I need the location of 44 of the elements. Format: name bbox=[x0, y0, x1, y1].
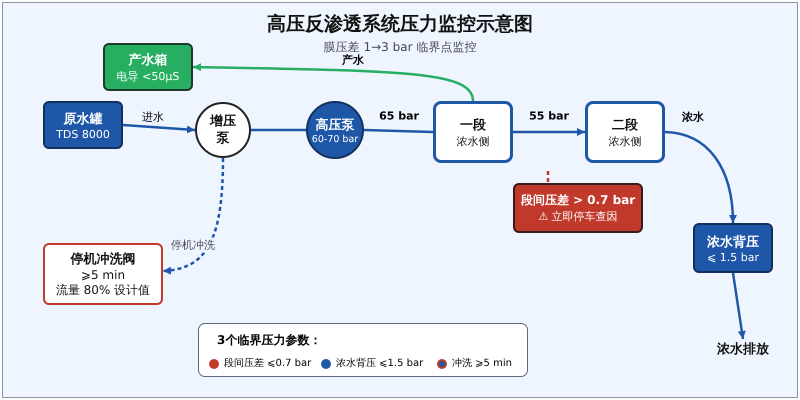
node-subtext: ⩾5 min bbox=[80, 268, 126, 282]
valve-box bbox=[693, 223, 773, 273]
node-title: 增压泵 bbox=[208, 113, 237, 147]
node-title: 停机冲洗阀 bbox=[70, 250, 136, 268]
node-subtext: ⩽ 1.5 bar bbox=[707, 250, 759, 264]
arrow bbox=[122, 124, 196, 134]
node-title: 高压泵 bbox=[316, 116, 354, 134]
edge-label: 55 bar bbox=[527, 110, 571, 122]
arrow bbox=[162, 158, 224, 274]
subtitle: 膜压差 1→3 bar 临界点监控 bbox=[322, 39, 478, 54]
edge-label: 浓水 bbox=[680, 110, 706, 124]
edge-label: 停机冲洗 bbox=[169, 238, 217, 252]
valve-box bbox=[43, 243, 163, 305]
legend-text: 浓水背压 ⩽1.5 bar bbox=[336, 356, 424, 370]
node-subtext: 流量 80% 设计值 bbox=[56, 282, 150, 298]
node-title: 段间压差 > 0.7 bar bbox=[520, 192, 636, 209]
node-title: 产水箱 bbox=[128, 52, 168, 68]
node-subtext: 电导 <50µS bbox=[116, 68, 180, 84]
node-title: 二段 bbox=[612, 116, 638, 134]
alarm-box bbox=[513, 183, 643, 233]
node-subtext: 60-70 bar bbox=[312, 134, 358, 144]
legend-title: 3个临界压力参数： bbox=[217, 332, 322, 349]
outlet-label: 浓水排放 bbox=[717, 341, 769, 358]
node-subtext: 浓水侧 bbox=[456, 134, 490, 148]
edge-label: 65 bar bbox=[377, 110, 421, 122]
legend-text: 段间压差 ⩽0.7 bar bbox=[224, 357, 312, 370]
diagram-title: 高压反渗透系统压力监控示意图 bbox=[266, 12, 534, 37]
arrow bbox=[664, 130, 737, 224]
tank-box bbox=[103, 43, 193, 91]
edge-label: 产水 bbox=[340, 52, 366, 68]
tank-box bbox=[43, 101, 123, 149]
stage-box bbox=[585, 101, 665, 163]
arrow bbox=[513, 128, 585, 136]
node-subtext: TDS 8000 bbox=[56, 128, 110, 140]
arrow bbox=[192, 63, 474, 102]
node-subtext: 浓水侧 bbox=[608, 134, 642, 148]
node-title: 原水罐 bbox=[64, 110, 102, 128]
stage-box bbox=[433, 101, 513, 163]
arrow bbox=[732, 272, 746, 340]
edge-label: 进水 bbox=[140, 110, 166, 124]
node-title: 一段 bbox=[460, 116, 486, 134]
legend-text: 冲洗 ⩾5 min bbox=[452, 356, 512, 370]
node-subtext: ⚠ 立即停车查因 bbox=[538, 209, 618, 224]
node-title: 浓水背压 bbox=[707, 234, 759, 250]
